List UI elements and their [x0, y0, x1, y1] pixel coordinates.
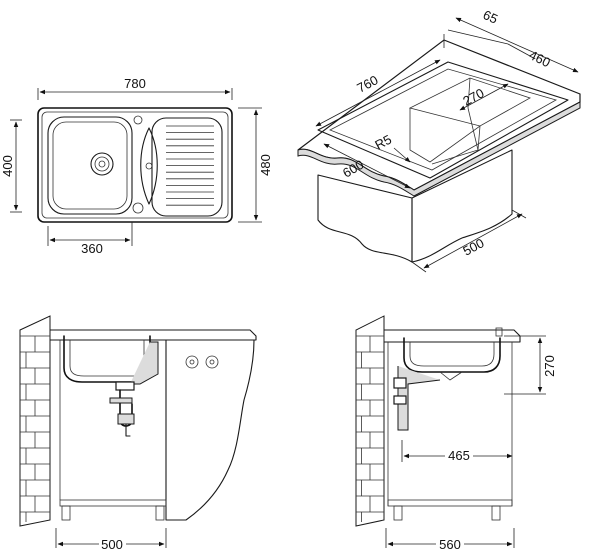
- dim-line-760: [315, 59, 441, 127]
- dim-line-460: [455, 17, 579, 73]
- front-section: 500 500: [19, 315, 257, 552]
- dim-label-460: 460: [527, 47, 553, 70]
- top-view: 780 400 480 360: [0, 76, 273, 256]
- cabinet-left-face: [317, 174, 413, 263]
- overflow-pipe: [130, 341, 159, 385]
- drainer-board: [151, 117, 223, 217]
- cabinet-leg: [61, 505, 71, 521]
- front-cabinet-side: [165, 339, 255, 521]
- tap-hole-icon: [133, 115, 143, 125]
- isometric-view: 65 460 760 270 R5 600 500: [297, 7, 581, 273]
- sink-bowl: [47, 116, 133, 215]
- cabinet-leg: [491, 505, 501, 521]
- dim-label-780: 780: [124, 76, 146, 91]
- dim-label-360: 360: [81, 241, 103, 256]
- dim-label-560: 560: [439, 537, 461, 552]
- dim-line-600: [323, 143, 411, 189]
- front-countertop: [49, 329, 257, 341]
- side-sink-bowl: [403, 337, 501, 373]
- sink-outline: [37, 107, 233, 223]
- dim-label-270-side: 270: [542, 355, 557, 377]
- side-section: 270 465 560: [355, 315, 557, 552]
- divider-oval: [140, 127, 158, 205]
- dim-label-480: 480: [258, 154, 273, 176]
- svg-text:500: 500: [101, 537, 123, 552]
- drain-icon: [90, 152, 114, 176]
- dim-line-500-iso: [423, 213, 523, 269]
- brick-wall-right: [355, 315, 385, 527]
- brick-wall-left: [19, 315, 51, 527]
- cabinet-leg: [155, 505, 165, 521]
- tap-stub: [495, 327, 503, 337]
- dim-label-65: 65: [481, 7, 500, 27]
- dim-label-500-iso: 500: [460, 235, 486, 258]
- tap-hole-icon: [205, 355, 219, 369]
- tap-hole-icon: [185, 355, 199, 369]
- cabinet-leg: [393, 505, 403, 521]
- waste-knob-icon: [132, 202, 144, 214]
- side-drain-pipe: [397, 366, 441, 431]
- dim-label-465: 465: [448, 448, 470, 463]
- dim-line-270-iso: [459, 83, 509, 111]
- dim-label-400: 400: [0, 155, 15, 177]
